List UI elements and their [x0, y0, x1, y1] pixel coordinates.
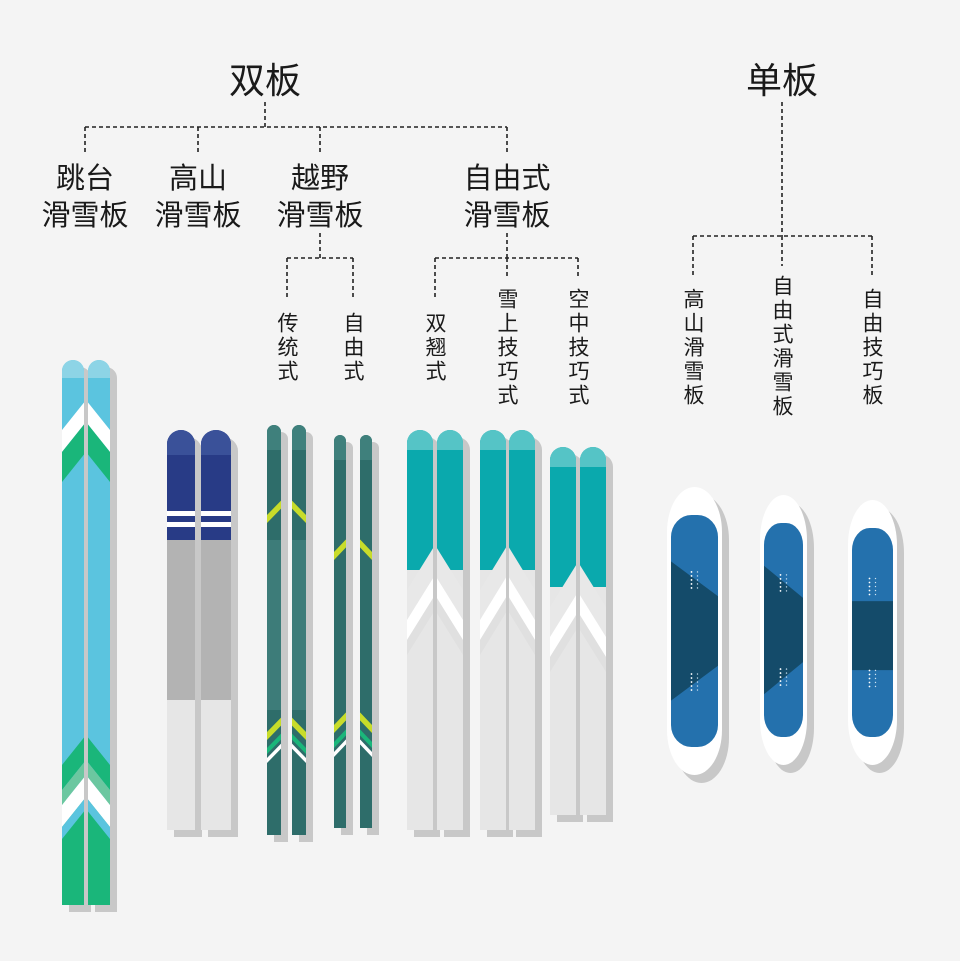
- binding-insert: [785, 578, 788, 580]
- binding-insert: [779, 590, 782, 592]
- type-jump-line2: 滑雪板: [41, 198, 128, 232]
- binding-insert: [868, 673, 871, 676]
- double-board-connector: [84, 102, 508, 152]
- ski-twin-tip: [407, 430, 470, 837]
- binding-insert: [690, 681, 693, 683]
- binding-insert: [785, 672, 788, 674]
- binding-insert: [868, 669, 871, 672]
- binding-insert: [874, 585, 877, 588]
- binding-insert: [690, 571, 693, 573]
- binding-insert: [874, 681, 877, 684]
- ski-alpine: [167, 430, 238, 837]
- tree-connectors: [84, 102, 873, 300]
- type-xc-line2: 滑雪板: [276, 198, 363, 232]
- binding-insert: [690, 583, 693, 585]
- binding-insert: [868, 593, 871, 596]
- snowboard-freestyle: [760, 495, 814, 773]
- binding-insert: [785, 574, 788, 576]
- xc-connector: [286, 233, 354, 300]
- binding-insert: [785, 586, 788, 588]
- binding-insert: [785, 582, 788, 584]
- type-freestyle-line1: 自由式: [463, 161, 550, 195]
- subtype-moguls: 雪上技巧式: [495, 288, 519, 408]
- single-type-freestyle: 自由式滑雪板: [770, 275, 794, 419]
- double-board-title: 双板: [229, 61, 301, 102]
- binding-insert: [868, 677, 871, 680]
- binding-insert: [690, 689, 693, 691]
- binding-insert: [874, 669, 877, 672]
- skis-illustration: [62, 360, 904, 912]
- ski-moguls: [480, 430, 542, 837]
- binding-insert: [868, 577, 871, 580]
- board-stripe: [852, 601, 893, 671]
- binding-insert: [785, 680, 788, 682]
- binding-insert: [779, 586, 782, 588]
- binding-insert: [690, 579, 693, 581]
- binding-insert: [690, 575, 693, 577]
- ski-jump: [62, 360, 117, 912]
- ski-xc-classic: [267, 425, 313, 842]
- binding-insert: [868, 681, 871, 684]
- subtype-xc-classic: 传统式: [275, 312, 299, 384]
- binding-insert: [690, 677, 693, 679]
- binding-insert: [696, 689, 699, 691]
- binding-insert: [779, 672, 782, 674]
- binding-insert: [690, 673, 693, 675]
- binding-insert: [785, 668, 788, 670]
- binding-insert: [874, 685, 877, 688]
- freestyle-connector: [434, 233, 579, 300]
- binding-insert: [690, 587, 693, 589]
- subtype-aerials: 空中技巧式: [566, 288, 590, 408]
- binding-insert: [779, 676, 782, 678]
- binding-insert: [874, 589, 877, 592]
- binding-insert: [874, 593, 877, 596]
- snowboard-alpine: [667, 487, 729, 783]
- binding-insert: [696, 575, 699, 577]
- binding-insert: [696, 677, 699, 679]
- binding-insert: [868, 685, 871, 688]
- snowboard-freeride: [848, 500, 904, 773]
- binding-insert: [696, 571, 699, 573]
- binding-insert: [785, 684, 788, 686]
- binding-insert: [874, 581, 877, 584]
- binding-insert: [696, 583, 699, 585]
- binding-insert: [690, 685, 693, 687]
- board-stripe: [764, 565, 803, 695]
- ski-xc-skate: [334, 435, 379, 835]
- type-xc-line1: 越野: [291, 161, 349, 195]
- subtype-twin-tip: 双翘式: [423, 312, 447, 384]
- binding-insert: [779, 684, 782, 686]
- single-board-title: 单板: [746, 61, 818, 102]
- type-freestyle-line2: 滑雪板: [463, 198, 550, 232]
- binding-insert: [696, 579, 699, 581]
- binding-insert: [785, 590, 788, 592]
- binding-insert: [868, 581, 871, 584]
- binding-insert: [868, 585, 871, 588]
- binding-insert: [696, 587, 699, 589]
- type-jump-line1: 跳台: [56, 161, 114, 195]
- subtype-xc-skate: 自由式: [341, 312, 365, 384]
- binding-insert: [779, 574, 782, 576]
- binding-insert: [874, 673, 877, 676]
- single-type-freeride: 自由技巧板: [860, 288, 884, 408]
- board-stripe: [671, 561, 718, 701]
- binding-insert: [779, 578, 782, 580]
- binding-insert: [779, 680, 782, 682]
- binding-insert: [696, 673, 699, 675]
- binding-insert: [696, 681, 699, 683]
- binding-insert: [868, 589, 871, 592]
- binding-insert: [785, 676, 788, 678]
- binding-insert: [779, 582, 782, 584]
- type-alpine-line2: 滑雪板: [154, 198, 241, 232]
- binding-insert: [874, 577, 877, 580]
- binding-insert: [874, 677, 877, 680]
- binding-insert: [779, 668, 782, 670]
- single-board-connector: [692, 102, 873, 278]
- single-type-alpine: 高山滑雪板: [681, 288, 705, 408]
- binding-insert: [696, 685, 699, 687]
- ski-aerials: [550, 447, 613, 822]
- type-alpine-line1: 高山: [169, 161, 227, 195]
